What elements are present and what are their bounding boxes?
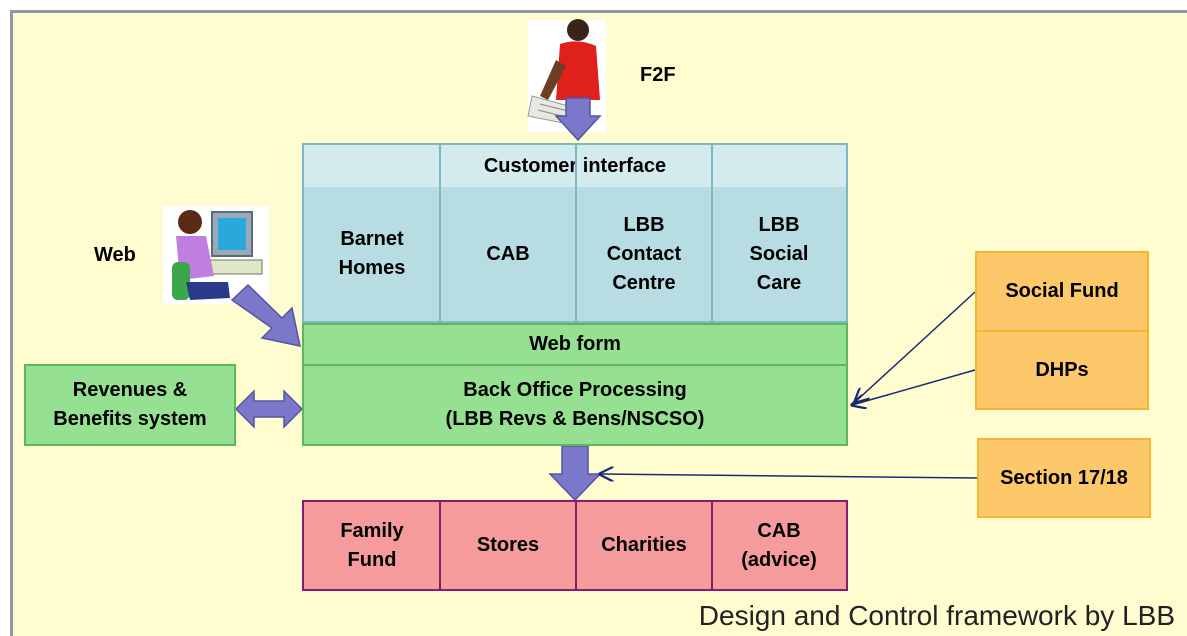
- divider: [711, 145, 713, 321]
- divider: [439, 145, 441, 321]
- cell-lbb-contact-centre: LBB Contact Centre: [576, 187, 712, 321]
- back-office-box: Back Office Processing (LBB Revs & Bens/…: [302, 364, 848, 446]
- f2f-arrow-icon: [554, 97, 602, 142]
- provider-charities: Charities: [576, 502, 712, 589]
- f2f-label: F2F: [640, 64, 676, 86]
- provider-stores: Stores: [440, 502, 576, 589]
- down-arrow-icon: [548, 445, 602, 502]
- web-form-box: Web form: [302, 323, 848, 366]
- dhps-box: DHPs: [975, 330, 1149, 410]
- cell-cab: CAB: [440, 187, 576, 321]
- web-person-icon: [163, 206, 269, 304]
- providers-panel: Family Fund Stores Charities CAB (advice…: [302, 500, 848, 591]
- section-connector: [600, 474, 978, 478]
- caption: Design and Control framework by LBB: [698, 600, 1175, 631]
- customer-interface-panel: Customer interface Barnet Homes CAB LBB …: [302, 143, 848, 323]
- cell-barnet-homes: Barnet Homes: [304, 187, 440, 321]
- web-label: Web: [94, 244, 136, 266]
- divider: [439, 502, 441, 589]
- divider: [575, 502, 577, 589]
- double-arrow-icon: [234, 389, 304, 429]
- cell-lbb-social-care: LBB Social Care: [712, 187, 846, 321]
- provider-family-fund: Family Fund: [304, 502, 440, 589]
- provider-cab-advice: CAB (advice): [712, 502, 846, 589]
- divider: [711, 502, 713, 589]
- revenues-benefits-box: Revenues & Benefits system: [24, 364, 236, 446]
- web-arrow-icon: [230, 283, 301, 347]
- social-fund-box: Social Fund: [975, 251, 1149, 332]
- social-fund-connector: [855, 291, 976, 402]
- dhps-connector: [852, 369, 976, 405]
- section-17-18-box: Section 17/18: [977, 438, 1151, 518]
- divider: [575, 145, 577, 321]
